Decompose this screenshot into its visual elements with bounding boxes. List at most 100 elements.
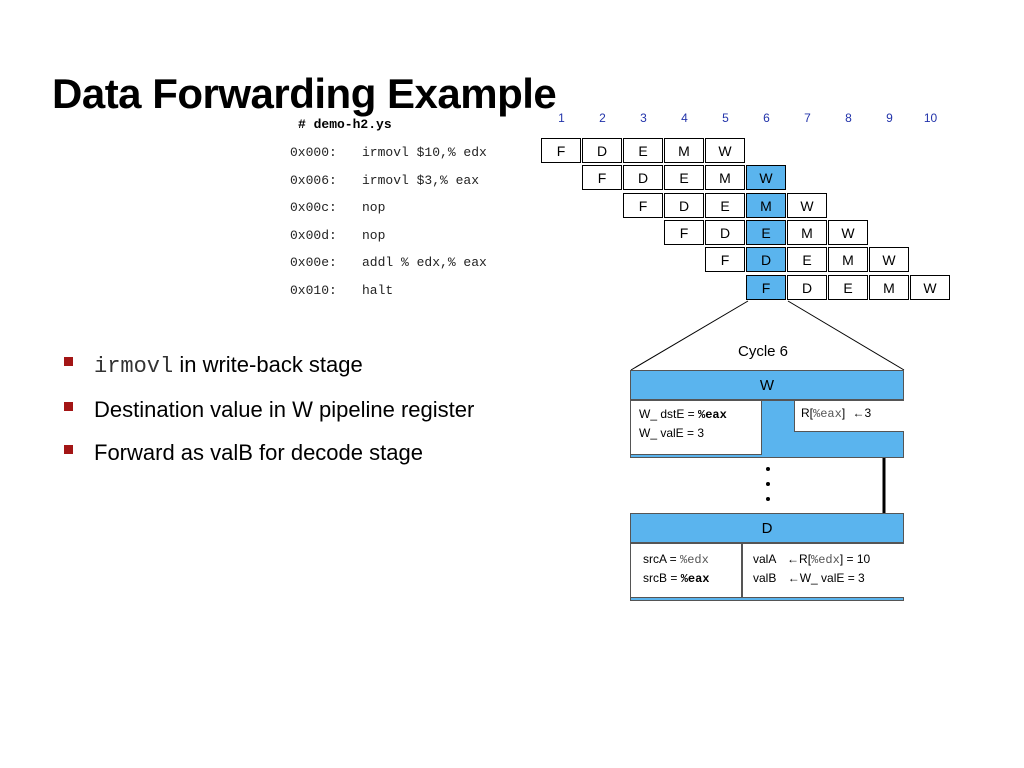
d-valb-source: W_ valE = 3 bbox=[799, 571, 865, 585]
bullet-text: in write-back stage bbox=[173, 352, 363, 377]
program-instruction: nop bbox=[362, 227, 386, 243]
pipeline-stage-cell: M bbox=[787, 219, 827, 245]
rf-value: 3 bbox=[864, 406, 872, 420]
d-src-box: srcA = %edx srcB = %eax bbox=[630, 543, 742, 598]
program-header: # demo-h2.ys bbox=[298, 117, 392, 132]
w-dste-value: %eax bbox=[698, 408, 727, 422]
pipeline-stage-cell: M bbox=[828, 247, 868, 273]
d-valb-arrow-icon: ← bbox=[787, 571, 800, 585]
cycle-label: Cycle 6 bbox=[737, 343, 789, 360]
d-valb-label: valB bbox=[753, 571, 777, 585]
pipeline-stage-cell: M bbox=[705, 165, 745, 191]
program-instruction: irmovl $3,% eax bbox=[362, 172, 480, 188]
pipeline-stage-cell: E bbox=[705, 192, 745, 218]
pipeline-stage-cell: F bbox=[623, 192, 663, 218]
rf-arrow-icon: ← bbox=[852, 406, 865, 420]
d-srca-line: srcA = %edx bbox=[643, 550, 729, 569]
program-line: 0x00c: nop bbox=[290, 200, 385, 215]
program-line: 0x010: halt bbox=[290, 283, 393, 298]
pipeline-stage-cell: E bbox=[787, 247, 827, 273]
pipeline-stage-cell: D bbox=[746, 247, 786, 273]
program-instruction: halt bbox=[362, 282, 394, 298]
d-srca-value: %edx bbox=[680, 553, 709, 567]
d-vala-register: %edx bbox=[811, 553, 840, 567]
pipeline-stage-cell: D bbox=[787, 274, 827, 300]
d-vala-prefix: R[ bbox=[799, 552, 812, 566]
rf-register: %eax bbox=[813, 407, 842, 421]
bullet-square-icon bbox=[64, 357, 73, 366]
cycle-number: 2 bbox=[599, 111, 606, 125]
ellipsis-dot bbox=[766, 482, 770, 486]
pipeline-stage-cell: W bbox=[746, 165, 786, 191]
bullet-item: irmovl in write-back stage bbox=[64, 348, 494, 383]
pipeline-stage-cell: D bbox=[582, 138, 622, 163]
pipeline-stage-cell: F bbox=[582, 165, 622, 191]
cycle-number: 9 bbox=[886, 111, 893, 125]
bullet-item: Destination value in W pipeline register bbox=[64, 393, 494, 426]
d-srca-label: srcA = bbox=[643, 552, 677, 566]
pipeline-stage-cell: M bbox=[746, 192, 786, 218]
pipeline-stage-cell: F bbox=[664, 219, 704, 245]
pipeline-stage-cell: M bbox=[664, 138, 704, 163]
bullet-text: Forward as valB for decode stage bbox=[94, 440, 423, 465]
pipeline-stage-cell: F bbox=[705, 247, 745, 273]
pipeline-stage-cell: W bbox=[869, 247, 909, 273]
program-line: 0x006: irmovl $3,% eax bbox=[290, 173, 479, 188]
pipeline-stage-cell: E bbox=[828, 274, 868, 300]
pipeline-stage-cell: D bbox=[705, 219, 745, 245]
program-address: 0x010: bbox=[290, 282, 337, 298]
pipeline-stage-cell: W bbox=[828, 219, 868, 245]
bullet-item: Forward as valB for decode stage bbox=[64, 436, 494, 469]
program-address: 0x00e: bbox=[290, 255, 337, 270]
w-dste-line: W_ dstE = %eax bbox=[639, 405, 753, 424]
w-register-header: W bbox=[630, 370, 904, 400]
cycle-number: 7 bbox=[804, 111, 811, 125]
cycle-number: 8 bbox=[845, 111, 852, 125]
pipeline-stage-cell: F bbox=[746, 274, 786, 300]
w-dste-label: W_ dstE = bbox=[639, 407, 695, 421]
bullet-square-icon bbox=[64, 445, 73, 454]
pipeline-stage-cell: W bbox=[705, 138, 745, 163]
pipeline-stage-cell: W bbox=[787, 192, 827, 218]
program-address: 0x00c: bbox=[290, 200, 337, 215]
cycle-number: 4 bbox=[681, 111, 688, 125]
pipeline-stage-cell: E bbox=[664, 165, 704, 191]
w-register-box: W_ dstE = %eax W_ valE = 3 bbox=[630, 400, 762, 455]
d-srcb-label: srcB = bbox=[643, 571, 678, 585]
program-line: 0x00d: nop bbox=[290, 228, 385, 243]
bullet-code: irmovl bbox=[94, 354, 174, 379]
cycle-number: 1 bbox=[558, 111, 565, 125]
rf-prefix: R[ bbox=[801, 406, 813, 420]
program-address: 0x006: bbox=[290, 172, 337, 188]
program-address: 0x00d: bbox=[290, 227, 337, 243]
pipeline-stage-cell: E bbox=[623, 138, 663, 163]
ellipsis-dot bbox=[766, 467, 770, 471]
d-register-header: D bbox=[630, 513, 904, 543]
bullet-square-icon bbox=[64, 402, 73, 411]
pipeline-stage-cell: W bbox=[910, 274, 950, 300]
d-vala-line: valA ←R[%edx] = 10 bbox=[753, 550, 894, 569]
pipeline-stage-cell: D bbox=[664, 192, 704, 218]
program-instruction: nop bbox=[362, 200, 386, 215]
register-file-box: R[%eax] ←3 bbox=[794, 400, 904, 432]
bullet-text: Destination value in W pipeline register bbox=[94, 397, 475, 422]
cycle-number: 3 bbox=[640, 111, 647, 125]
pipeline-stage-cell: M bbox=[869, 274, 909, 300]
d-vala-arrow-icon: ← bbox=[787, 552, 800, 566]
program-address: 0x000: bbox=[290, 145, 337, 160]
pipeline-stage-cell: D bbox=[623, 165, 663, 191]
program-line: 0x000: irmovl $10,% edx bbox=[290, 145, 487, 160]
w-vale-line: W_ valE = 3 bbox=[639, 426, 705, 440]
program-instruction: irmovl $10,% edx bbox=[362, 145, 487, 160]
d-vala-label: valA bbox=[753, 552, 776, 566]
d-val-box: valA ←R[%edx] = 10 valB ←W_ valE = 3 bbox=[742, 543, 904, 598]
bullet-list: irmovl in write-back stage Destination v… bbox=[64, 348, 494, 479]
program-instruction: addl % edx,% eax bbox=[362, 255, 487, 270]
d-valb-line: valB ←W_ valE = 3 bbox=[753, 569, 894, 587]
d-srcb-line: srcB = %eax bbox=[643, 569, 729, 588]
pipeline-stage-cell: E bbox=[746, 219, 786, 245]
rf-suffix: ] bbox=[841, 406, 846, 420]
page-title: Data Forwarding Example bbox=[52, 70, 557, 117]
cycle-number: 6 bbox=[763, 111, 770, 125]
cycle-number: 5 bbox=[722, 111, 729, 125]
